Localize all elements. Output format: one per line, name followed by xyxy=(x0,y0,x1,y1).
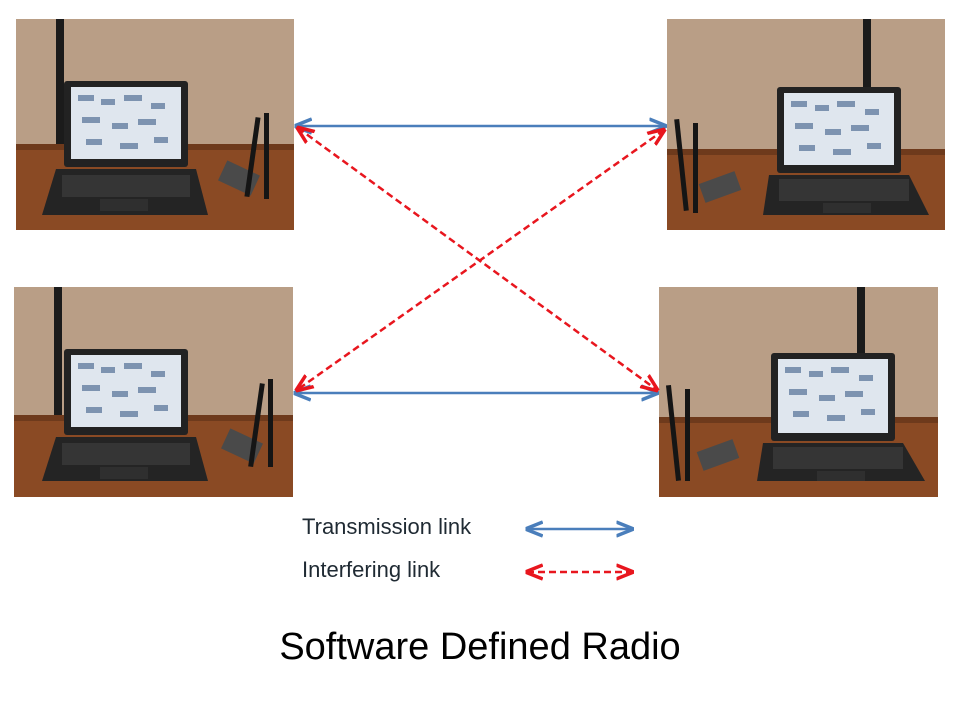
legend-transmission-label: Transmission link xyxy=(302,514,472,539)
laptop-sdr-image xyxy=(16,19,294,230)
slide-caption: Software Defined Radio xyxy=(279,626,681,668)
laptop-sdr-image xyxy=(659,287,938,497)
interfering-link-tl-br xyxy=(298,128,657,390)
laptop-sdr-image xyxy=(667,19,945,230)
legend-interfering-label: Interfering link xyxy=(302,557,441,582)
photo-node-bottom-left xyxy=(14,287,293,497)
laptop-sdr-image xyxy=(14,287,293,497)
photo-node-top-right xyxy=(667,19,945,230)
photo-node-bottom-right xyxy=(659,287,938,497)
interfering-link-tr-bl xyxy=(297,130,664,390)
photo-node-top-left xyxy=(16,19,294,230)
